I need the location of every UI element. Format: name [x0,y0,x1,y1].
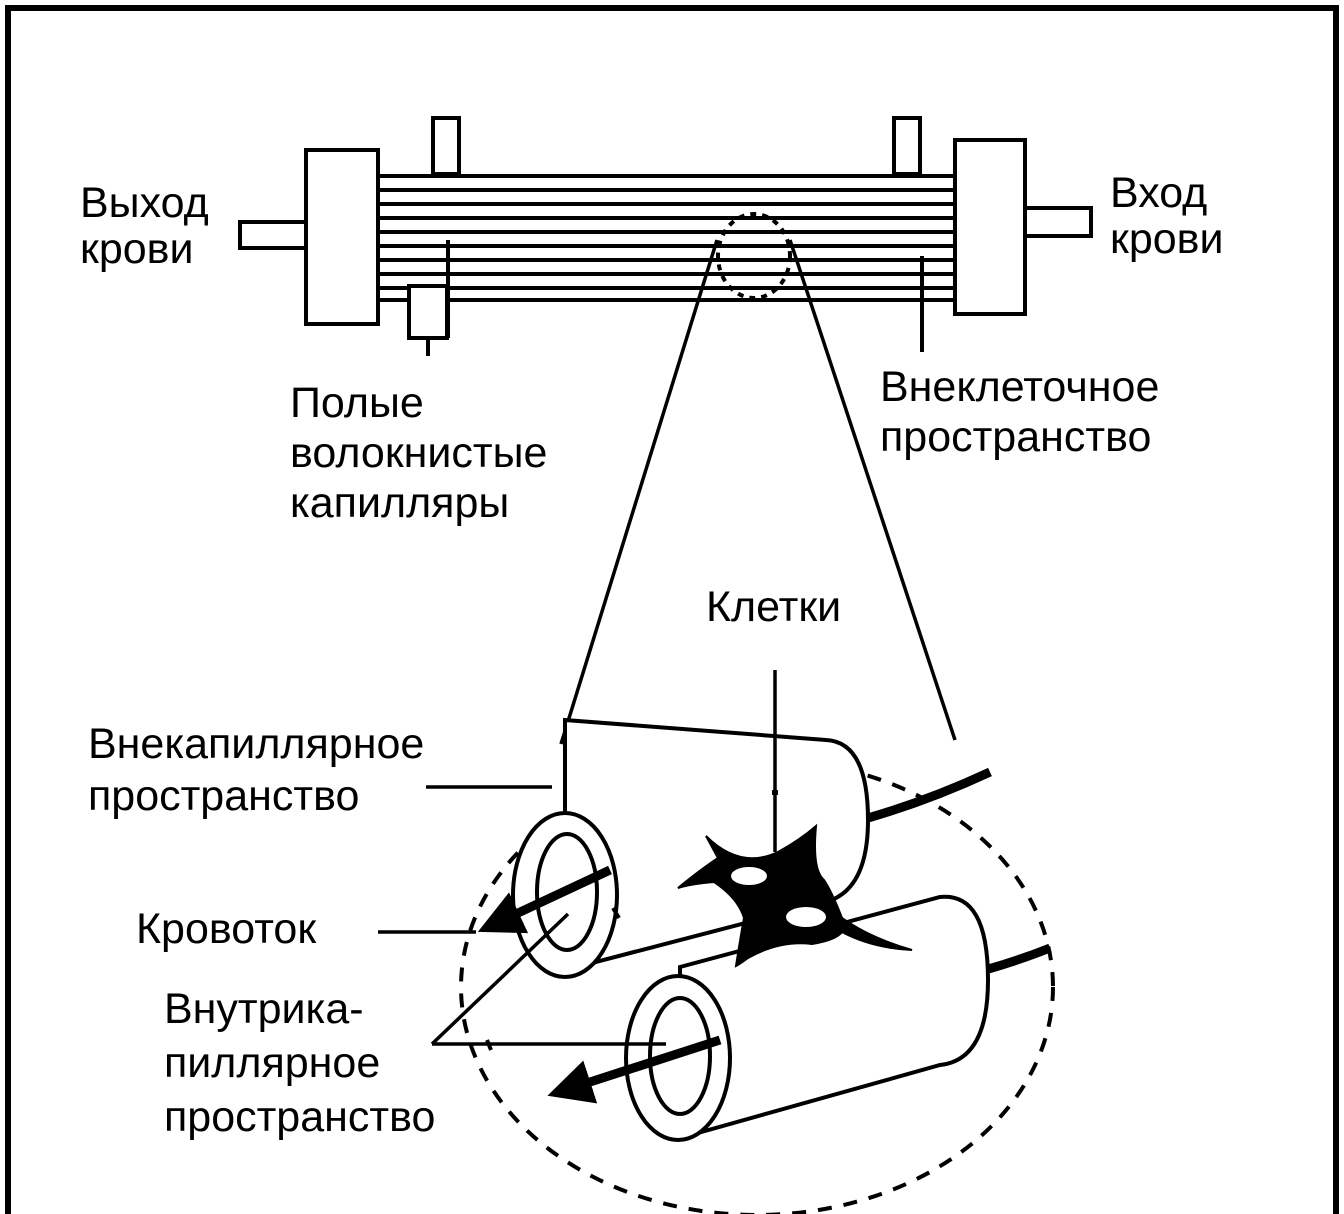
lower-fiber-core-out [983,943,1052,975]
top-port-left [431,116,461,176]
bioreactor-cartridge [238,116,1093,356]
label-blood-in: Вход крови [1110,169,1224,263]
label-extracellular: Внеклеточное пространство [880,363,1160,461]
lower-flow-arrow [547,1035,722,1104]
upper-fiber-core-out [866,767,992,823]
blood-in-port [1023,206,1093,238]
left-header [304,148,380,326]
lower-fiber-body [678,894,991,1141]
label-blood-out: Выход крови [80,179,209,273]
label-extracapillary: Внекапиллярное пространство [88,720,425,820]
blood-out-port [238,220,308,250]
magnified-area-marker [716,212,792,300]
cell-shape [677,823,913,968]
label-blood-flow: Кровоток [136,905,317,953]
frame-border [5,5,1339,1214]
bottom-port-left [407,284,449,340]
label-hollow-fibers: Полые волокнистые капилляры [290,379,548,527]
magnified-view-circle [459,757,1055,1214]
label-cells: Клетки [706,583,842,631]
fiber-bundle [378,174,955,302]
upper-flow-arrow [477,865,612,934]
label-intracapillary: Внутрика- пиллярное пространство [164,985,436,1141]
top-port-right [892,116,922,176]
intracapillary-leaders [430,912,666,1046]
projection-line-right [788,239,957,741]
right-header [953,138,1027,316]
projection-line-left [559,239,719,745]
